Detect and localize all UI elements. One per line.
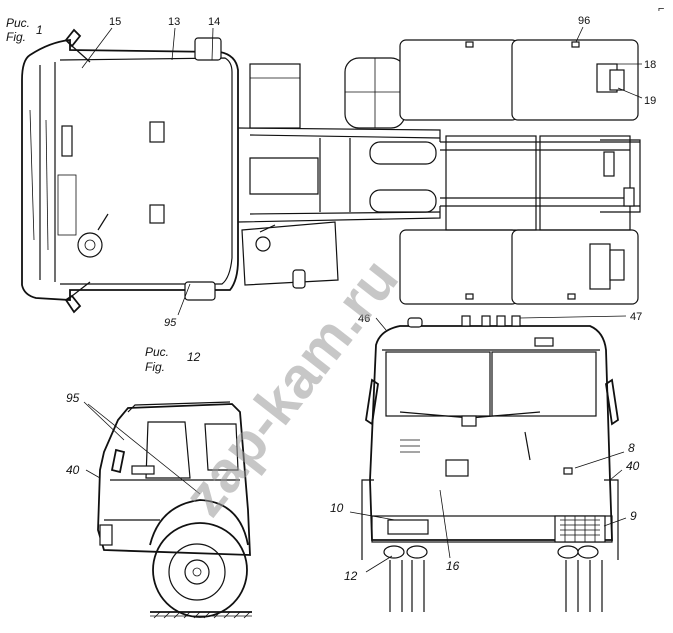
rear-callout-16: 16: [446, 559, 460, 573]
fig1-number: 1: [36, 23, 43, 37]
top-view-leaders: [81, 26, 643, 316]
tail-lamp: [554, 515, 606, 543]
callout-95-top: 95: [164, 317, 177, 329]
rear-callout-40: 40: [626, 459, 640, 473]
rear-view-leaders: [349, 315, 627, 573]
side-callout-40: 40: [66, 463, 80, 477]
rear-callout-46: 46: [358, 313, 370, 325]
callout-18: 18: [644, 59, 656, 71]
corner-mark: ⌐: [658, 3, 664, 15]
top-view-drawing: [21, 28, 641, 314]
callout-13: 13: [168, 16, 180, 28]
rear-callout-47: 47: [630, 311, 642, 323]
callout-14: 14: [208, 16, 220, 28]
callout-96: 96: [578, 15, 590, 27]
fig1-caption-en: Fig.: [6, 30, 26, 44]
rear-callout-10: 10: [330, 501, 344, 515]
side-view-leaders: [83, 401, 201, 495]
side-view-drawing: [97, 401, 252, 619]
fig12-number: 12: [187, 350, 201, 364]
callout-15: 15: [109, 16, 121, 28]
side-callout-95: 95: [66, 391, 80, 405]
fig12-caption-ru: Рис.: [145, 345, 169, 359]
rear-callout-8: 8: [628, 441, 635, 455]
callout-19: 19: [644, 95, 656, 107]
rear-callout-12: 12: [344, 569, 358, 583]
rear-view-drawing: [361, 315, 619, 612]
fig1-caption-ru: Рис.: [6, 16, 30, 30]
rear-callout-9: 9: [630, 509, 637, 523]
fig12-caption-en: Fig.: [145, 360, 165, 374]
